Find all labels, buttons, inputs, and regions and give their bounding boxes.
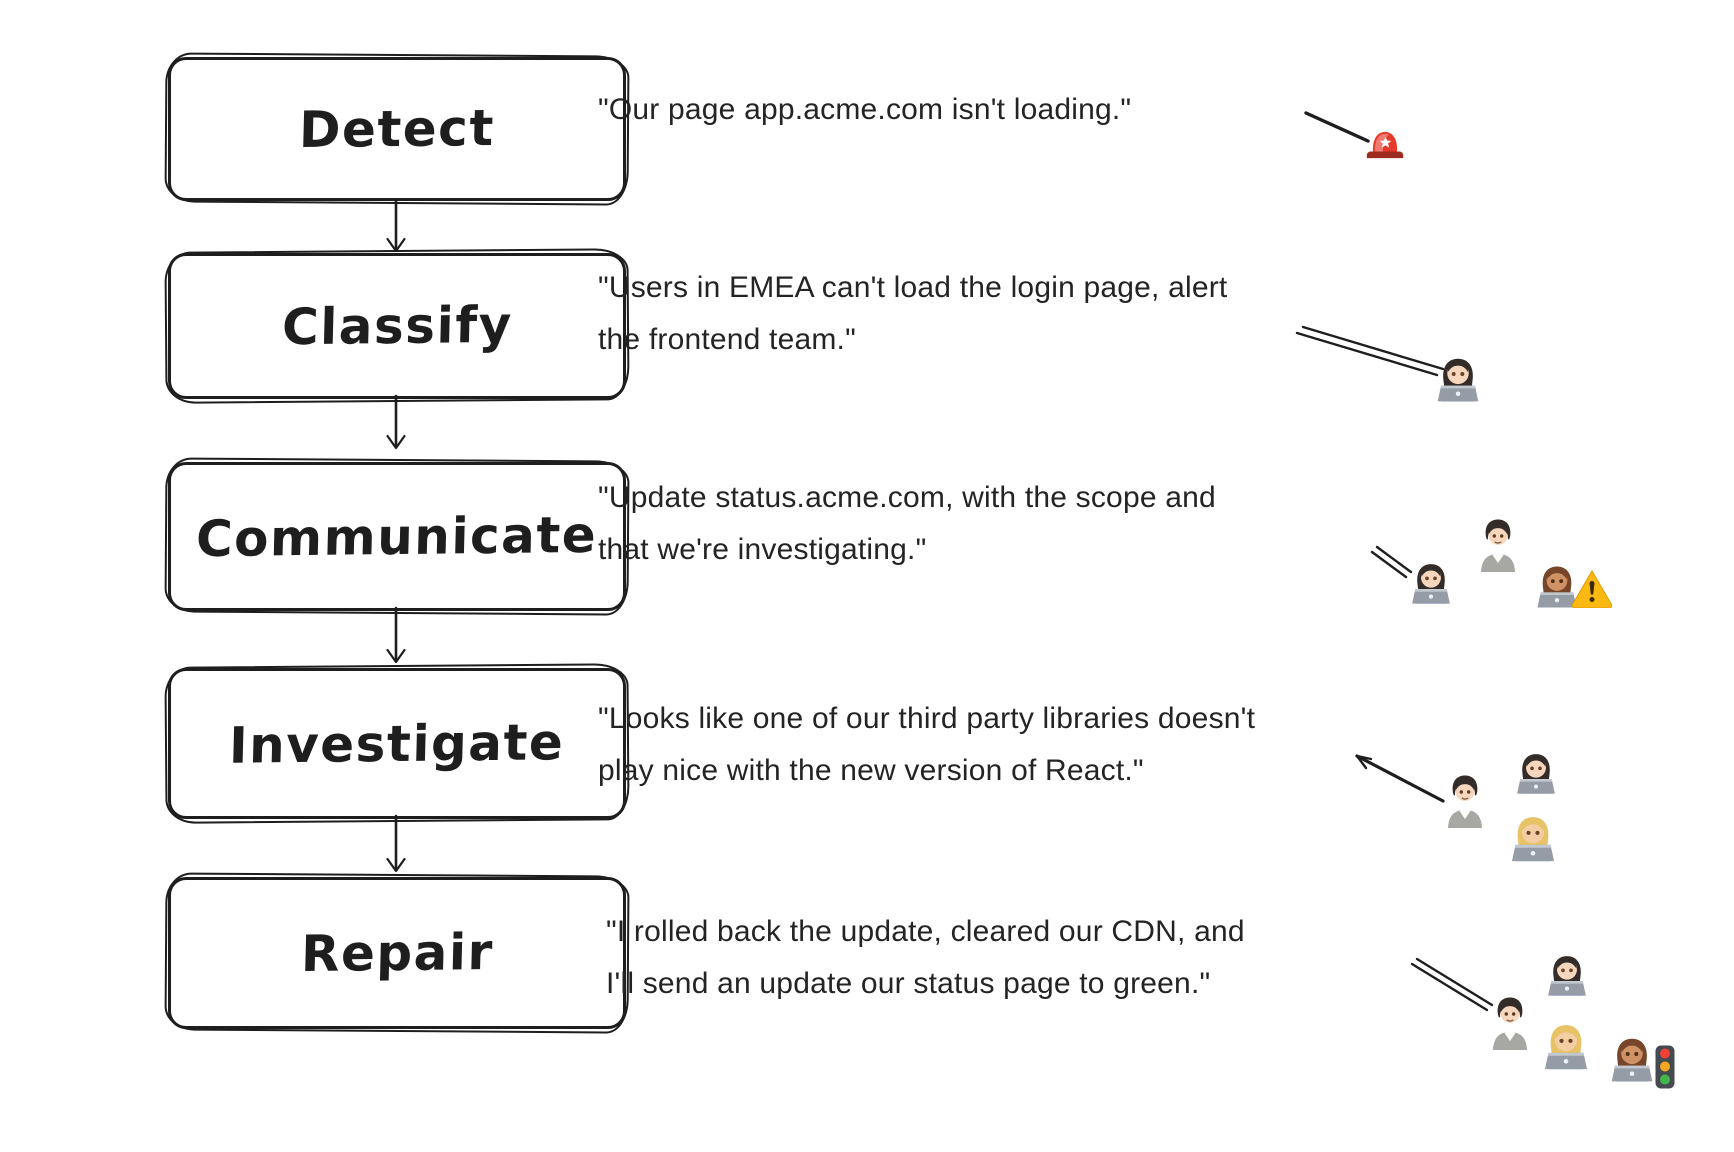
leader-investigate-head xyxy=(1355,754,1373,770)
flow-arrow-2-head xyxy=(386,434,406,450)
man-technologist-icon xyxy=(1604,1030,1660,1086)
woman-technologist-icon xyxy=(1541,948,1593,1000)
person-icon xyxy=(1474,514,1522,572)
siren-icon xyxy=(1362,116,1408,162)
quote-detect: "Our page app.acme.com isn't loading." xyxy=(598,84,1131,136)
quote-communicate: "Update status.acme.com, with the scope … xyxy=(598,472,1216,576)
step-box-detect: Detect xyxy=(168,57,626,201)
quote-line: the frontend team." xyxy=(598,323,856,356)
person-icon xyxy=(1441,770,1489,828)
leader-repair-a xyxy=(1410,962,1489,1012)
step-box-investigate: Investigate xyxy=(168,668,626,819)
quote-classify: "Users in EMEA can't load the login page… xyxy=(598,262,1227,366)
leader-communicate-a xyxy=(1370,550,1408,579)
step-label-repair: Repair xyxy=(299,922,495,984)
woman-technologist-icon xyxy=(1405,556,1457,608)
man-technologist-icon xyxy=(1530,558,1584,612)
leader-investigate xyxy=(1355,754,1445,803)
quote-line: "Looks like one of our third party libra… xyxy=(598,702,1256,735)
step-label-communicate: Communicate xyxy=(195,505,599,568)
step-box-repair: Repair xyxy=(168,877,626,1029)
step-box-communicate: Communicate xyxy=(168,462,626,611)
quote-repair: "I rolled back the update, cleared our C… xyxy=(606,906,1245,1010)
flow-arrow-3-head xyxy=(386,648,406,664)
warning-icon xyxy=(1570,568,1614,608)
quote-line: "Update status.acme.com, with the scope … xyxy=(598,481,1216,514)
flow-arrow-4-head xyxy=(386,857,406,873)
quote-line: that we're investigating." xyxy=(598,533,927,566)
step-label-classify: Classify xyxy=(281,295,513,357)
step-label-detect: Detect xyxy=(298,98,496,160)
blonde-technologist-icon xyxy=(1537,1016,1595,1074)
quote-investigate: "Looks like one of our third party libra… xyxy=(598,693,1255,797)
quote-line: play nice with the new version of React.… xyxy=(598,754,1144,787)
leader-classify-a xyxy=(1295,331,1439,377)
quote-line: "Users in EMEA can't load the login page… xyxy=(598,271,1228,304)
quote-line: I'll send an update our status page to g… xyxy=(606,967,1211,1000)
woman-technologist-icon xyxy=(1430,350,1486,406)
step-label-investigate: Investigate xyxy=(228,712,566,775)
person-icon xyxy=(1486,992,1534,1050)
traffic-light-icon xyxy=(1653,1044,1677,1090)
leader-repair-b xyxy=(1415,957,1494,1007)
flow-arrow-1-head xyxy=(386,237,406,253)
step-box-classify: Classify xyxy=(168,253,626,399)
leader-detect xyxy=(1304,111,1370,143)
quote-line: "I rolled back the update, cleared our C… xyxy=(606,915,1245,948)
leader-classify-b xyxy=(1301,325,1445,371)
woman-technologist-icon xyxy=(1510,746,1562,798)
quote-line: "Our page app.acme.com isn't loading." xyxy=(598,93,1132,126)
blonde-technologist-icon xyxy=(1504,808,1562,866)
